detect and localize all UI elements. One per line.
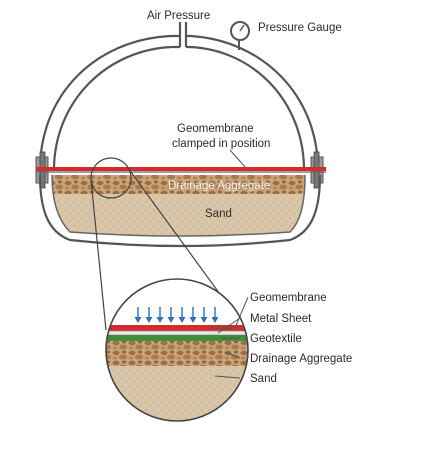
detail-circle: [105, 278, 249, 422]
detail-metal-sheet-layer: [106, 330, 248, 336]
geomembrane-leader-line: [229, 149, 247, 169]
detail-drainage-aggregate-layer: [106, 341, 248, 367]
detail-leader-lines: [210, 296, 249, 379]
geomembrane-clamped-label-line1: Geomembrane: [177, 123, 254, 135]
geomembrane-clamped-label-line2: clamped in position: [172, 138, 270, 150]
pressure-arrow-icon: [134, 307, 219, 323]
detail-geomembrane-label: Geomembrane: [250, 292, 327, 304]
magnifier-circle: [90, 157, 132, 199]
detail-sand-label: Sand: [250, 373, 277, 385]
detail-geomembrane-layer: [106, 325, 248, 331]
clamped-geomembrane: [36, 167, 326, 173]
main-drainage-aggregate-layer: [52, 175, 305, 195]
detail-drainage-aggregate-label: Drainage Aggregate: [250, 353, 352, 365]
pressure-gauge-label: Pressure Gauge: [258, 22, 342, 34]
air-inlet-pipe: [178, 22, 188, 47]
detail-geotextile-label: Geotextile: [250, 333, 302, 345]
detail-metal-sheet-label: Metal Sheet: [250, 313, 312, 325]
air-pressure-label: Air Pressure: [147, 10, 210, 22]
sand-label: Sand: [205, 208, 232, 220]
drainage-aggregate-label: Drainage Aggregate: [168, 180, 270, 192]
detail-sand-layer: [106, 366, 248, 421]
dome: [38, 34, 320, 171]
zoom-line-left: [90, 179, 107, 331]
detail-geotextile-layer: [106, 335, 248, 341]
vessel-bowl: [38, 174, 322, 248]
pressure-gauge-icon: [230, 21, 250, 50]
